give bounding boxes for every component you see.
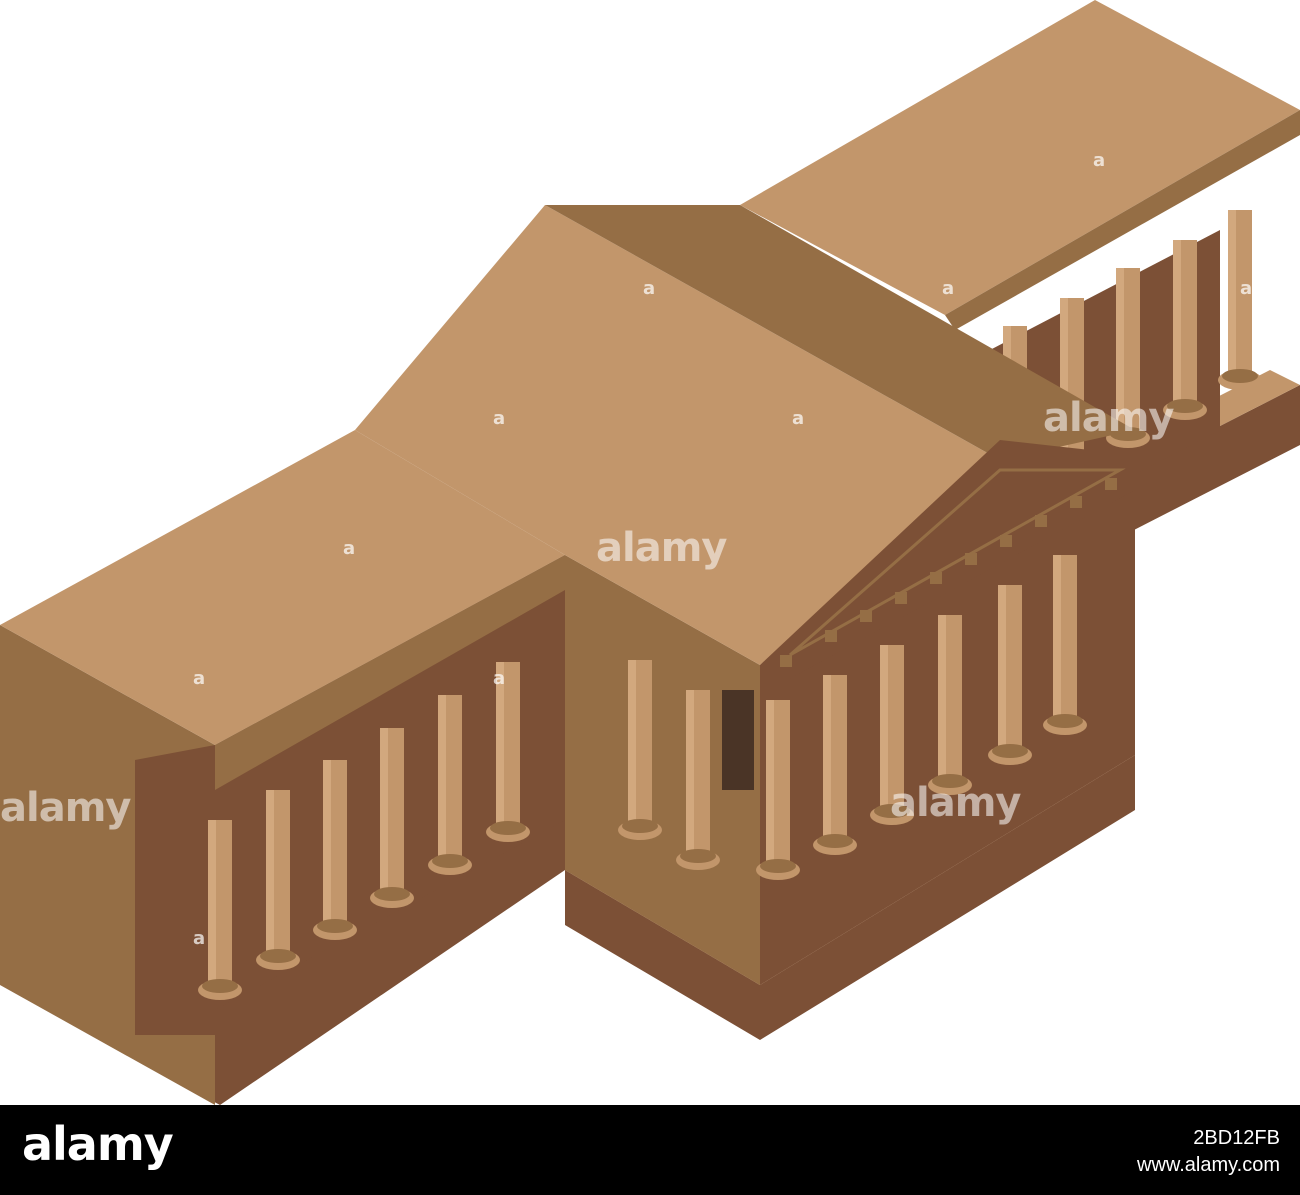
left-wing [0,430,565,1105]
footer-logo: alamy [22,1117,174,1171]
footer-image-info: 2BD12FB www.alamy.com [1137,1125,1280,1179]
central-block [355,205,1135,1040]
doorway [722,690,754,790]
building-illustration [0,0,1300,1105]
footer-bar: alamy 2BD12FB www.alamy.com [0,1105,1300,1195]
image-id: 2BD12FB [1193,1127,1280,1149]
site-url: www.alamy.com [1137,1154,1280,1176]
